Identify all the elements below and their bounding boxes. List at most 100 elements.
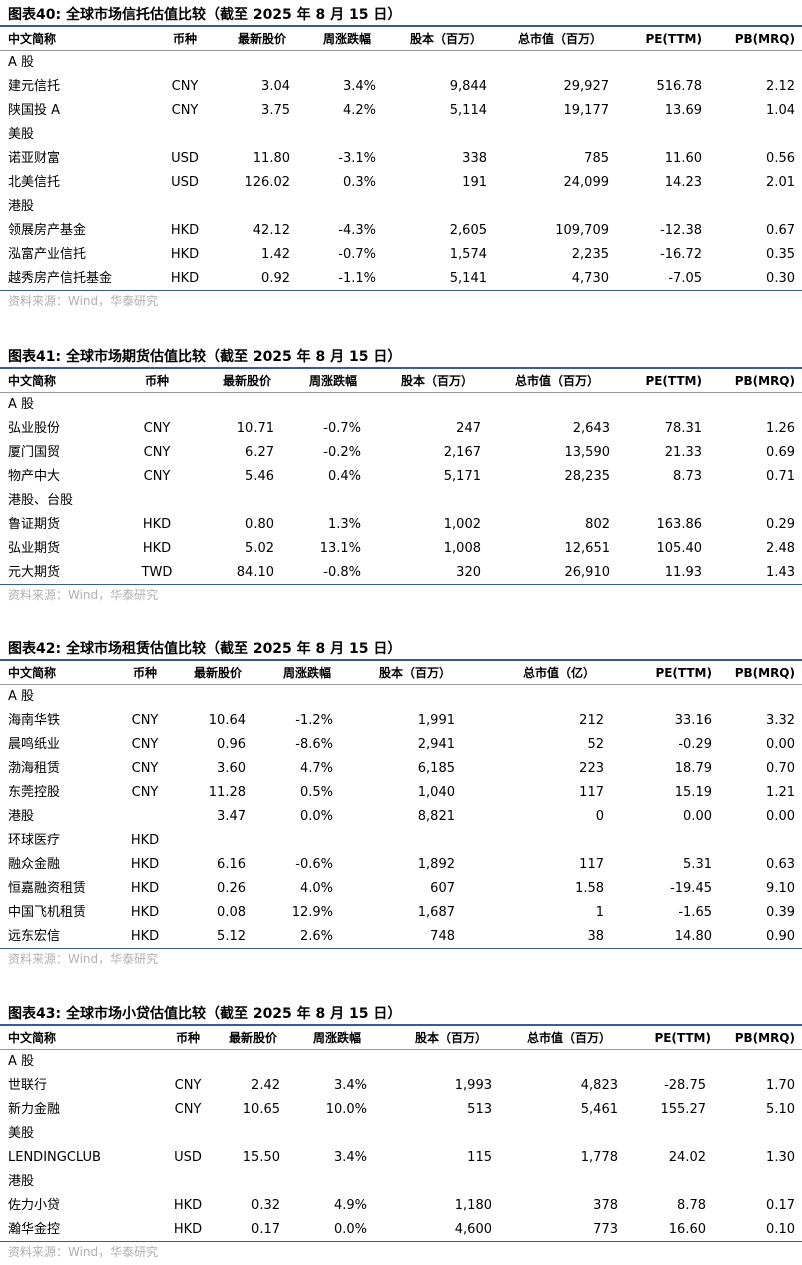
cell-name: 诺亚财富	[8, 151, 61, 166]
cell-weekly-change: -0.2%	[323, 445, 361, 460]
cell-name: 弘业股份	[8, 421, 61, 436]
cell-weekly-change: -1.2%	[295, 713, 333, 728]
cell-pe-ttm: 163.86	[656, 517, 703, 532]
table-header-row: 中文简称币种最新股价周涨跌幅股本（百万）总市值（亿）PE(TTM)PB(MRQ)	[0, 661, 802, 685]
column-header-market-cap: 总市值（百万）	[526, 1031, 611, 1045]
table-section-42: 图表42: 全球市场租赁估值比较（截至 2025 年 8 月 15 日）中文简称…	[0, 637, 802, 971]
cell-price: 0.08	[217, 905, 246, 920]
cell-currency: HKD	[170, 271, 200, 286]
cell-price: 6.16	[217, 857, 246, 872]
cell-currency: CNY	[171, 79, 199, 94]
cell-price: 42.12	[252, 223, 290, 238]
cell-price: 10.64	[208, 713, 246, 728]
cell-weekly-change: 0.5%	[299, 785, 333, 800]
column-header-name: 中文简称	[8, 1031, 57, 1045]
column-header-shares: 股本（百万）	[378, 666, 451, 680]
cell-pb-mrq: 0.30	[766, 271, 795, 286]
cell-weekly-change: 3.4%	[342, 79, 376, 94]
category-row: A 股	[0, 1050, 802, 1074]
cell-price: 10.65	[242, 1102, 280, 1117]
cell-shares: 191	[462, 175, 487, 190]
column-header-currency: 币种	[172, 32, 197, 46]
column-header-pe-ttm: PE(TTM)	[645, 32, 702, 46]
column-header-currency: 币种	[175, 1031, 200, 1045]
cell-currency: CNY	[171, 103, 199, 118]
cell-price: 15.50	[242, 1150, 280, 1165]
cell-currency: CNY	[143, 445, 171, 460]
cell-pb-mrq: 0.90	[766, 929, 795, 944]
cell-pb-mrq: 1.70	[766, 1078, 795, 1093]
cell-currency: HKD	[170, 223, 200, 238]
cell-weekly-change: -4.3%	[338, 223, 376, 238]
cell-currency: CNY	[174, 1102, 202, 1117]
cell-pb-mrq: 1.21	[766, 785, 795, 800]
cell-shares: 247	[456, 421, 481, 436]
column-header-market-cap: 总市值（百万）	[517, 32, 602, 46]
cell-price: 0.17	[251, 1222, 280, 1237]
cell-market-cap: 2,643	[572, 421, 610, 436]
cell-market-cap: 223	[579, 761, 604, 776]
cell-pe-ttm: 8.73	[673, 469, 702, 484]
cell-pb-mrq: 0.71	[766, 469, 795, 484]
cell-currency: CNY	[131, 761, 159, 776]
cell-pe-ttm: 5.31	[683, 857, 712, 872]
cell-market-cap: 1.58	[575, 881, 604, 896]
category-row: 美股	[0, 123, 802, 147]
cell-market-cap: 4,730	[571, 271, 609, 286]
cell-weekly-change: 10.0%	[325, 1102, 367, 1117]
cell-name: 晨鸣纸业	[8, 737, 61, 752]
cell-name: 环球医疗	[8, 833, 61, 848]
category-row: 港股	[0, 1170, 802, 1194]
cell-price: 5.12	[217, 929, 246, 944]
cell-weekly-change: 0.3%	[342, 175, 376, 190]
cell-pb-mrq: 0.17	[766, 1198, 795, 1213]
cell-pe-ttm: 15.19	[674, 785, 712, 800]
table-title: 图表41: 全球市场期货估值比较（截至 2025 年 8 月 15 日）	[0, 345, 802, 369]
source-note: 资料来源：Wind，华泰研究	[8, 1245, 159, 1259]
cell-currency: HKD	[130, 857, 160, 872]
cell-currency: HKD	[130, 881, 160, 896]
cell-pe-ttm: 24.02	[668, 1150, 706, 1165]
category-label: A 股	[8, 55, 35, 70]
cell-market-cap: 19,177	[563, 103, 610, 118]
cell-market-cap: 117	[579, 857, 604, 872]
cell-currency: HKD	[173, 1222, 203, 1237]
cell-price: 5.46	[245, 469, 274, 484]
cell-shares: 2,605	[449, 223, 487, 238]
cell-pe-ttm: 78.31	[664, 421, 702, 436]
cell-shares: 8,821	[417, 809, 455, 824]
column-header-shares: 股本（百万）	[414, 1031, 487, 1045]
cell-shares: 1,008	[443, 541, 481, 556]
cell-weekly-change: 0.4%	[327, 469, 361, 484]
cell-market-cap: 773	[593, 1222, 618, 1237]
cell-name: 世联行	[8, 1078, 48, 1093]
cell-currency: CNY	[174, 1078, 202, 1093]
column-header-price: 最新股价	[222, 374, 271, 388]
cell-price: 84.10	[236, 565, 274, 580]
cell-currency: CNY	[143, 469, 171, 484]
cell-market-cap: 38	[587, 929, 604, 944]
cell-pb-mrq: 2.48	[766, 541, 795, 556]
column-header-price: 最新股价	[193, 666, 242, 680]
cell-price: 10.71	[236, 421, 274, 436]
category-label: A 股	[8, 689, 35, 704]
cell-name: 新力金融	[8, 1102, 61, 1117]
cell-pe-ttm: 11.93	[664, 565, 702, 580]
cell-pb-mrq: 0.39	[766, 905, 795, 920]
table-header-row: 中文简称币种最新股价周涨跌幅股本（百万）总市值（百万）PE(TTM)PB(MRQ…	[0, 27, 802, 51]
cell-price: 0.80	[245, 517, 274, 532]
column-header-price: 最新股价	[237, 32, 286, 46]
cell-price: 3.75	[261, 103, 290, 118]
cell-name: 东莞控股	[8, 785, 61, 800]
cell-shares: 1,993	[454, 1078, 492, 1093]
cell-name: 领展房产基金	[8, 223, 87, 238]
cell-weekly-change: 4.0%	[299, 881, 333, 896]
